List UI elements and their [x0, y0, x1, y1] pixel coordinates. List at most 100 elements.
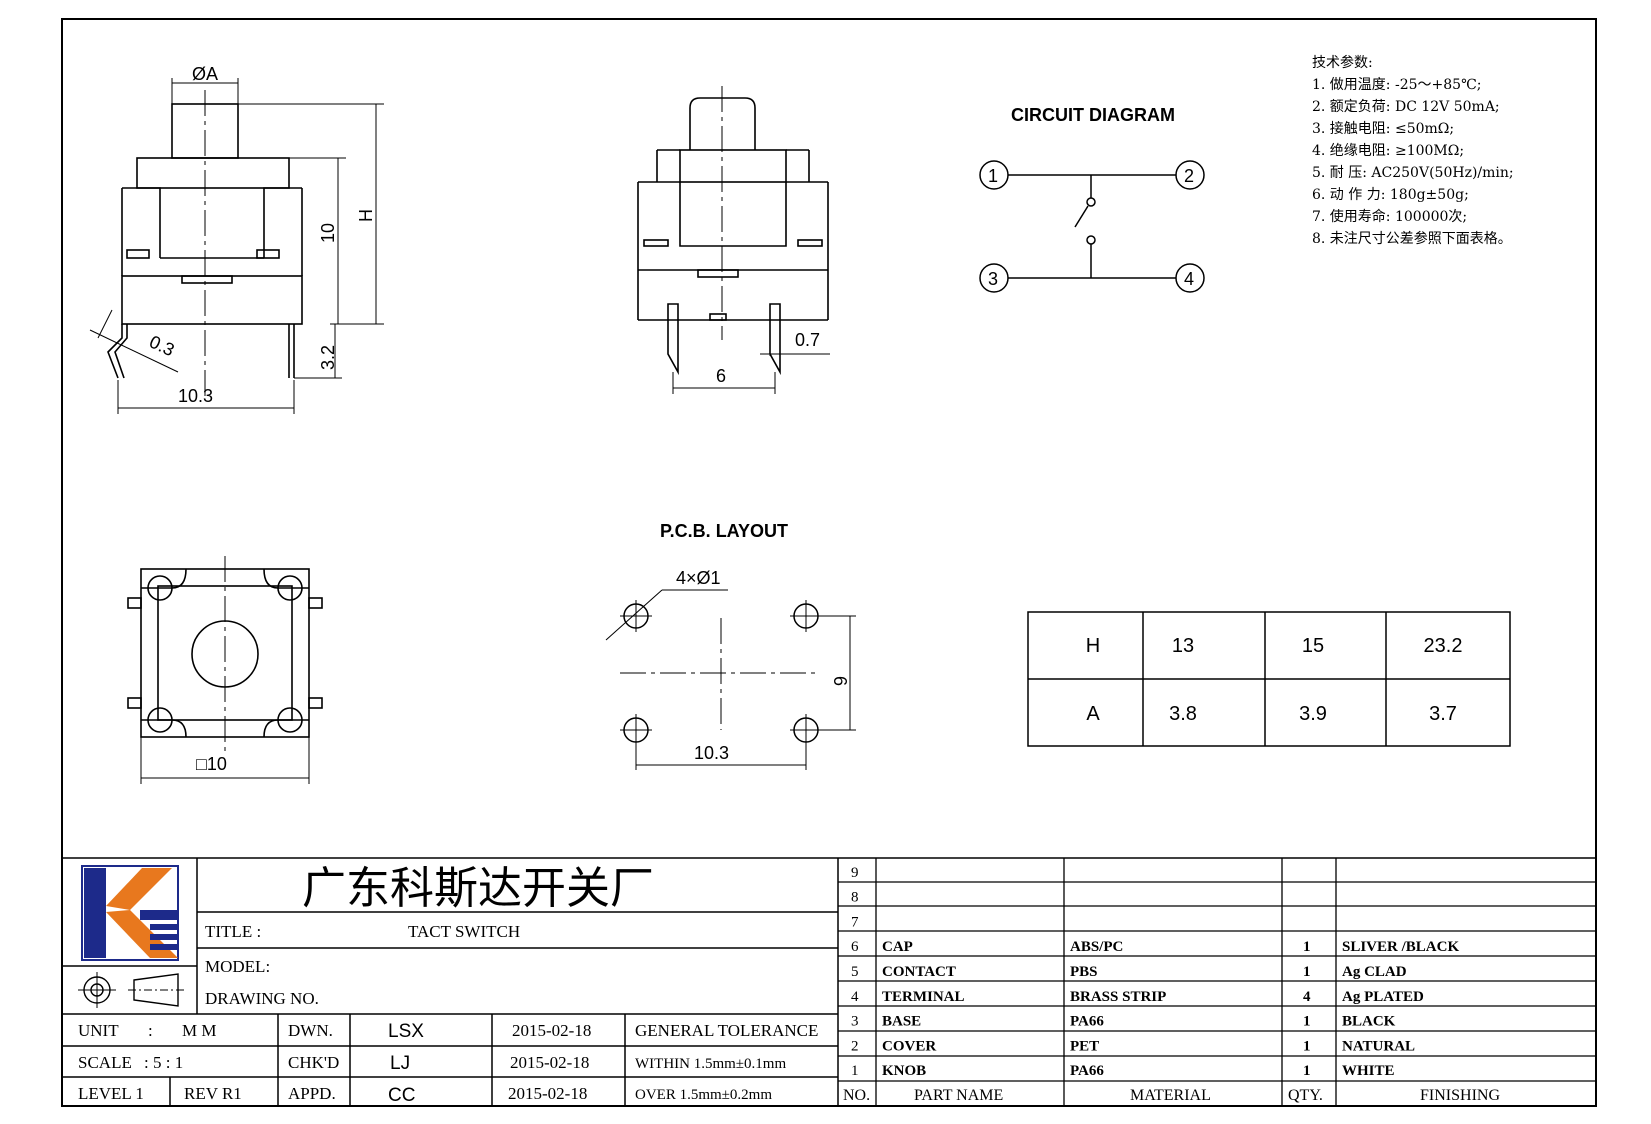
pcb-dim-height: 6	[830, 676, 850, 686]
bom-cell-part: CAP	[882, 939, 913, 955]
spec-item: 4. 绝缘电阻: ≥100MΩ;	[1312, 143, 1464, 159]
bom-cell-material: PA66	[1070, 1063, 1104, 1079]
bom-cell-finishing: NATURAL	[1342, 1038, 1415, 1054]
company-name: 广东科斯达开关厂	[302, 863, 654, 914]
circuit-title: CIRCUIT DIAGRAM	[1011, 105, 1175, 125]
chk-date: 2015-02-18	[510, 1053, 589, 1072]
bom-cell-no: 2	[851, 1038, 859, 1054]
side-dim-3-2: 3.2	[318, 345, 338, 370]
bom-header-material: MATERIAL	[1130, 1087, 1211, 1104]
tolerance-title: GENERAL TOLERANCE	[635, 1021, 818, 1040]
front-dim-6: 6	[716, 366, 726, 386]
chk-label: CHK'D	[288, 1053, 339, 1072]
bom-cell-material: PET	[1070, 1038, 1099, 1054]
bom-cell-material: PBS	[1070, 964, 1098, 980]
side-dim-10-3: 10.3	[178, 386, 213, 406]
spec-item: 6. 动 作 力: 180g±50g;	[1312, 187, 1469, 203]
bom-header-no: NO.	[843, 1087, 870, 1104]
dim-table-cell: A	[1086, 703, 1100, 725]
level-label: LEVEL 1	[78, 1084, 144, 1103]
circuit-pin-1: 1	[988, 166, 998, 186]
unit-colon: :	[148, 1021, 153, 1040]
bom-cell-qty: 1	[1303, 1014, 1311, 1030]
bom-cell-qty: 1	[1303, 939, 1311, 955]
front-dim-0-7: 0.7	[795, 330, 820, 350]
chk-name: LJ	[390, 1053, 410, 1074]
bom-cell-no: 6	[851, 939, 859, 955]
bom-header-finishing: FINISHING	[1420, 1087, 1500, 1104]
bom-cell-qty: 1	[1303, 964, 1311, 980]
spec-list: 技术参数: 1. 做用温度: -25～+85℃; 2. 额定负荷: DC 12V…	[1312, 54, 1514, 247]
dimension-table	[1027, 611, 1511, 747]
bom-cell-part: BASE	[882, 1014, 921, 1030]
bom-cell-material: BRASS STRIP	[1070, 989, 1166, 1005]
bom-header-part: PART NAME	[914, 1087, 1003, 1104]
sheet-border	[61, 18, 1597, 1107]
pcb-layout	[605, 589, 856, 770]
bom-cell-finishing: Ag PLATED	[1342, 989, 1424, 1005]
spec-item: 5. 耐 压: AC250V(50Hz)/min;	[1312, 165, 1514, 181]
bom-cell-no: 1	[851, 1063, 859, 1079]
dwn-label: DWN.	[288, 1021, 333, 1040]
dim-table-cell: 13	[1172, 635, 1194, 657]
dim-table-cell: H	[1086, 635, 1100, 657]
scale-value: : 5 : 1	[144, 1053, 183, 1072]
side-dia-label: ØA	[192, 64, 218, 84]
bom-cell-finishing: SLIVER /BLACK	[1342, 939, 1459, 955]
company-logo	[81, 865, 179, 961]
circuit-diagram	[979, 160, 1205, 293]
top-dim-square-10: □10	[196, 754, 227, 774]
rev-label: REV R1	[184, 1084, 242, 1103]
spec-heading: 技术参数:	[1312, 54, 1373, 71]
projection-symbol-icon	[78, 972, 184, 1008]
bom-cell-no: 7	[851, 914, 859, 930]
side-view	[89, 78, 384, 414]
bom-cell-material: PA66	[1070, 1014, 1104, 1030]
front-view	[637, 86, 830, 394]
spec-item: 8. 未注尺寸公差参照下面表格。	[1312, 230, 1512, 247]
spec-item: 3. 接触电阻: ≤50mΩ;	[1312, 120, 1454, 137]
spec-item: 2. 额定负荷: DC 12V 50mA;	[1312, 99, 1500, 115]
bom-cell-qty: 1	[1303, 1038, 1311, 1054]
title-label: TITLE :	[205, 922, 261, 941]
bom-header-qty: QTY.	[1288, 1087, 1323, 1104]
bom-cell-part: KNOB	[882, 1063, 926, 1079]
bom-cell-no: 4	[851, 989, 859, 1005]
bom-cell-finishing: WHITE	[1342, 1063, 1395, 1079]
bom-cell-part: COVER	[882, 1038, 936, 1054]
tolerance-within: WITHIN 1.5mm±0.1mm	[635, 1056, 786, 1072]
bom-cell-finishing: BLACK	[1342, 1014, 1396, 1030]
dim-table-cell: 15	[1302, 635, 1324, 657]
side-dim-h: H	[356, 209, 376, 222]
bom-grid	[838, 858, 1596, 1106]
circuit-pin-4: 4	[1184, 269, 1194, 289]
bom-cell-part: CONTACT	[882, 964, 956, 980]
spec-item: 7. 使用寿命: 100000次;	[1312, 208, 1467, 225]
dwn-name: LSX	[388, 1021, 424, 1042]
scale-label: SCALE	[78, 1053, 132, 1072]
drawing-no-label: DRAWING NO.	[205, 989, 319, 1008]
dwn-date: 2015-02-18	[512, 1021, 591, 1040]
circuit-pin-3: 3	[988, 269, 998, 289]
spec-item: 1. 做用温度: -25～+85℃;	[1312, 77, 1481, 93]
bom-cell-part: TERMINAL	[882, 989, 965, 1005]
dim-table-cell: 23.2	[1424, 635, 1463, 657]
dim-table-cell: 3.7	[1429, 703, 1457, 725]
pcb-dim-width: 10.3	[694, 743, 729, 763]
appd-label: APPD.	[288, 1084, 336, 1103]
bom-cell-no: 8	[851, 890, 859, 906]
side-dim-10: 10	[318, 223, 338, 243]
unit-label: UNIT	[78, 1021, 119, 1040]
bom-cell-no: 5	[851, 964, 859, 980]
title-block-grid	[62, 857, 1596, 1106]
circuit-pin-2: 2	[1184, 166, 1194, 186]
unit-value: M M	[182, 1021, 216, 1040]
bom-cell-finishing: Ag CLAD	[1342, 964, 1407, 980]
bom-cell-qty: 1	[1303, 1063, 1311, 1079]
model-label: MODEL:	[205, 957, 270, 976]
dim-table-cell: 3.8	[1169, 703, 1197, 725]
bom-cell-no: 3	[851, 1014, 859, 1030]
dim-table-cell: 3.9	[1299, 703, 1327, 725]
